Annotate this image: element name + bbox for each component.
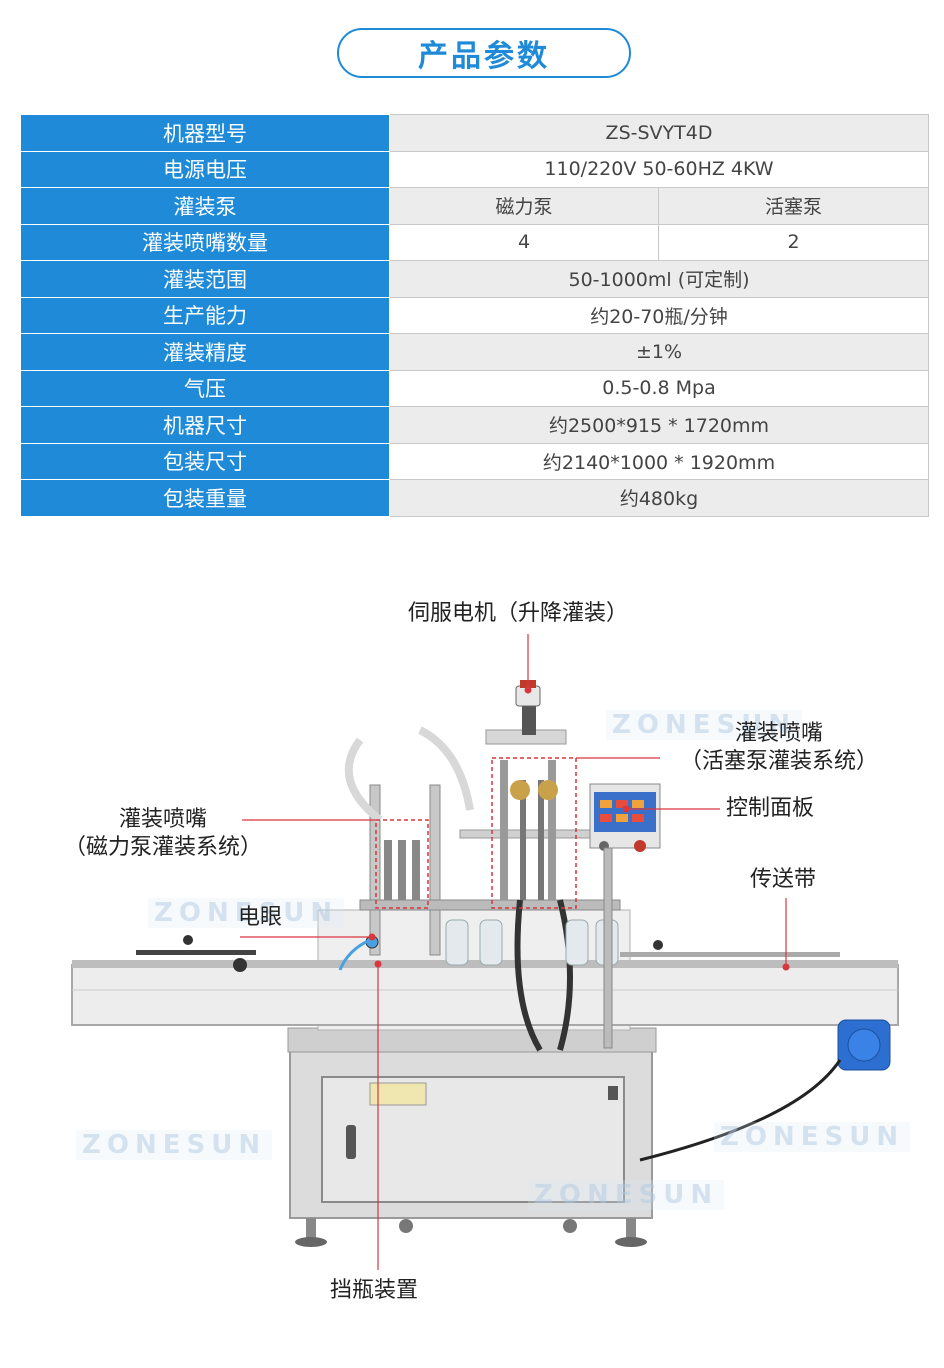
callout-line: （活塞泵灌装系统）	[680, 749, 879, 774]
watermark-logo: ZONESUN	[606, 710, 803, 740]
spec-value: ZS-SVYT4D	[388, 114, 930, 152]
callout-line: 灌装喷嘴	[119, 807, 208, 832]
spec-label: 灌装精度	[20, 333, 390, 371]
spec-label: 包装重量	[20, 479, 390, 517]
spec-value: 110/220V 50-60HZ 4KW	[388, 150, 930, 188]
spec-label: 机器尺寸	[20, 406, 390, 444]
callout-photo-eye: 电眼	[238, 904, 282, 932]
spec-label: 气压	[20, 369, 390, 407]
callout-magnetic-nozzle: 灌装喷嘴 （磁力泵灌装系统）	[64, 806, 262, 862]
machine-diagram: ZONESUN ZONESUN ZONESUN ZONESUN ZONESUN …	[0, 580, 944, 1368]
callout-control-panel-text: 控制面板	[726, 796, 815, 821]
spec-value: 2	[657, 223, 930, 261]
spec-value: 磁力泵	[389, 187, 659, 225]
table-row: 包装尺寸 约2140*1000 * 1920mm	[20, 442, 930, 480]
table-row: 灌装范围 50-1000ml (可定制)	[20, 260, 930, 298]
spec-table: 机器型号 ZS-SVYT4D 电源电压 110/220V 50-60HZ 4KW…	[20, 114, 930, 517]
spec-value: 约20-70瓶/分钟	[388, 296, 930, 334]
spec-value: 活塞泵	[657, 187, 930, 225]
spec-value: 4	[389, 223, 659, 261]
table-row: 灌装精度 ±1%	[20, 333, 930, 371]
table-row: 电源电压 110/220V 50-60HZ 4KW	[20, 150, 930, 188]
table-row: 气压 0.5-0.8 Mpa	[20, 369, 930, 407]
table-row: 机器尺寸 约2500*915 * 1720mm	[20, 406, 930, 444]
spec-label: 灌装喷嘴数量	[20, 223, 390, 261]
spec-label: 机器型号	[20, 114, 390, 152]
callout-conveyor: 传送带	[750, 866, 816, 894]
callout-bottle-stopper-text: 挡瓶装置	[330, 1278, 419, 1303]
watermark-logo: ZONESUN	[76, 1130, 273, 1160]
callout-conveyor-text: 传送带	[750, 867, 817, 892]
table-row: 灌装泵 磁力泵 活塞泵	[20, 187, 930, 225]
section-title-text: 产品参数	[418, 39, 550, 74]
filling-machine-illustration	[71, 634, 899, 1270]
callout-piston-nozzle: 灌装喷嘴 （活塞泵灌装系统）	[680, 720, 878, 776]
spec-label: 灌装范围	[20, 260, 390, 298]
spec-value: 0.5-0.8 Mpa	[388, 369, 930, 407]
spec-label: 包装尺寸	[20, 442, 390, 480]
table-row: 包装重量 约480kg	[20, 479, 930, 517]
spec-label: 灌装泵	[20, 187, 390, 225]
spec-value: 约2140*1000 * 1920mm	[388, 442, 930, 480]
spec-value: 约480kg	[388, 479, 930, 517]
spec-value: 约2500*915 * 1720mm	[388, 406, 930, 444]
spec-value: ±1%	[388, 333, 930, 371]
callout-photo-eye-text: 电眼	[238, 905, 283, 930]
watermark-logo: ZONESUN	[528, 1180, 725, 1210]
callout-control-panel: 控制面板	[726, 795, 814, 823]
callout-servo-motor: 伺服电机（升降灌装）	[408, 600, 628, 628]
section-title: 产品参数	[337, 28, 631, 78]
table-row: 生产能力 约20-70瓶/分钟	[20, 296, 930, 334]
callout-line: （磁力泵灌装系统）	[64, 835, 263, 860]
callout-servo-motor-text: 伺服电机（升降灌装）	[408, 601, 629, 626]
watermark-logo: ZONESUN	[714, 1122, 911, 1152]
spec-label: 生产能力	[20, 296, 390, 334]
table-row: 机器型号 ZS-SVYT4D	[20, 114, 930, 152]
callout-bottle-stopper: 挡瓶装置	[330, 1277, 418, 1305]
callout-line: 灌装喷嘴	[735, 721, 824, 746]
spec-value: 50-1000ml (可定制)	[388, 260, 930, 298]
watermark-logo: ZONESUN	[148, 898, 345, 928]
spec-label: 电源电压	[20, 150, 390, 188]
table-row: 灌装喷嘴数量 4 2	[20, 223, 930, 261]
